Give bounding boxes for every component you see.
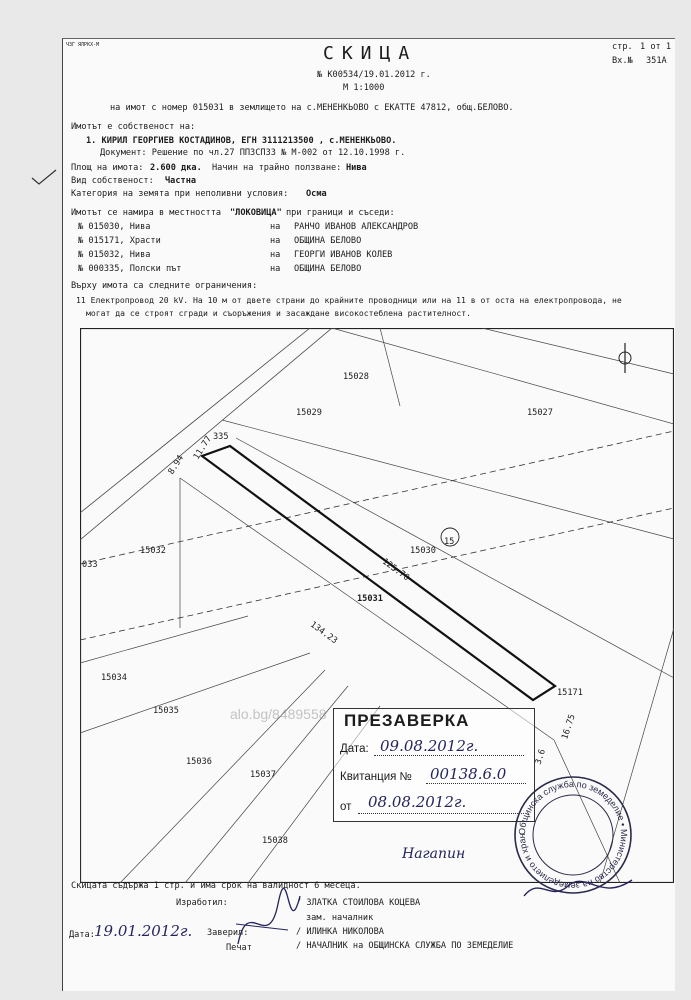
parcel-label: 033	[82, 560, 98, 570]
locality-name: "ЛОКОВИЦА"	[230, 208, 282, 218]
marker-circle	[440, 527, 460, 547]
parcel-label: 15028	[343, 372, 369, 382]
neighbor-na: на	[270, 236, 281, 246]
boundary-line	[481, 328, 674, 375]
owner-name-line: 1. КИРИЛ ГЕОРГИЕВ КОСТАДИНОВ, ЕГН 311121…	[86, 136, 397, 146]
footer-date-label: Дата:	[69, 930, 95, 940]
stamp-receipt-label: Квитанция №	[340, 771, 412, 783]
neighbor-id: № 015032, Нива	[78, 250, 151, 260]
power-line	[80, 507, 674, 641]
parcel-label: 335	[213, 432, 229, 442]
parcel-label: 15029	[296, 408, 322, 418]
neighbor-na: на	[270, 264, 281, 274]
page-value: 1 от 1	[640, 42, 672, 52]
parcel-label: 15171	[557, 688, 583, 698]
area-value: 2.600 дка.	[150, 163, 202, 173]
restrictions-label: Върху имота са следните ограничения:	[71, 281, 258, 291]
incoming-value: 351А	[646, 56, 667, 66]
neighbor-id: № 015171, Храсти	[78, 236, 161, 246]
neighbor-owner: ОБЩИНА БЕЛОВО	[294, 264, 362, 274]
boundary-line	[119, 669, 326, 883]
prepared-label: Изработил:	[176, 898, 228, 908]
parcel-marker: 15	[444, 537, 455, 547]
stamp-title: ПРЕЗАВЕРКА	[344, 711, 470, 730]
neighbor-na: на	[270, 222, 281, 232]
stamp-date-value: 09.08.2012г.	[380, 737, 479, 755]
recertification-stamp: ПРЕЗАВЕРКА Дата: 09.08.2012г. Квитанция …	[333, 708, 535, 822]
prepared-name: / ЗЛАТКА СТОИЛОВА КОЦЕВА	[296, 898, 421, 908]
parcel-label: 15030	[410, 546, 436, 556]
document-sheet	[62, 38, 675, 991]
map-scale: М 1:1000	[343, 83, 385, 93]
watermark: alo.bg/8489558	[230, 706, 327, 722]
location-suffix: при граници и съседи:	[286, 208, 395, 218]
boundary-line	[553, 739, 621, 883]
parcel-label: 15034	[101, 673, 127, 683]
north-arrow-icon	[618, 343, 632, 373]
parcel-label: 15037	[250, 770, 276, 780]
road-edge	[80, 328, 333, 541]
document-title: СКИЦА	[323, 43, 418, 64]
parcel-label: 15031	[357, 594, 383, 604]
boundary-line	[80, 615, 249, 664]
page-label: стр.	[612, 42, 633, 52]
neighbor-na: на	[270, 250, 281, 260]
footer-date-value: 19.01.2012г.	[94, 922, 193, 940]
parcel-label: 15038	[262, 836, 288, 846]
boundary-line	[331, 328, 674, 425]
category-value: Осма	[306, 189, 327, 199]
check-mark-icon	[31, 169, 57, 185]
map-frame	[80, 328, 674, 883]
official-signature	[235, 887, 301, 945]
stamp-date-label: Дата:	[340, 743, 369, 755]
cadastral-map	[80, 328, 674, 883]
parcel-label: 15032	[140, 546, 166, 556]
road-edge	[80, 328, 311, 514]
parcel-label: 15027	[527, 408, 553, 418]
boundary-line	[80, 652, 311, 734]
property-line: на имот с номер 015031 в землището на с.…	[110, 103, 514, 113]
category-label: Категория на земята при неполивни услови…	[71, 189, 289, 199]
stamp-from-value: 08.08.2012г.	[368, 793, 467, 811]
parcel-015031-outline	[199, 444, 557, 702]
corner-code: ЧЗГ ЯЛРКХ-М	[66, 42, 100, 48]
sketch-number: № К00534/19.01.2012 г.	[317, 70, 431, 80]
stamp-from-label: от	[340, 801, 352, 813]
deputy-name: / ИЛИНКА НИКОЛОВА	[296, 927, 384, 937]
boundary-line	[221, 419, 674, 540]
chief-title: / НАЧАЛНИК на ОБЩИНСКА СЛУЖБА ПО ЗЕМЕДЕЛ…	[296, 941, 514, 951]
restriction-line-1: 11 Електропровод 20 kV. На 10 м от двете…	[76, 295, 622, 305]
power-line	[80, 430, 674, 565]
stamp-label: Печат	[226, 943, 252, 953]
parcel-label: 15035	[153, 706, 179, 716]
owner-label: Имотът е собственост на:	[71, 122, 196, 132]
neighbor-owner: ОБЩИНА БЕЛОВО	[294, 236, 362, 246]
incoming-label: Вх.№	[612, 56, 633, 66]
stamp-receipt-value: 00138.6.0	[430, 765, 507, 783]
validity-note: Скицата съдържа 1 стр. и има срок на вал…	[71, 881, 361, 891]
neighbor-id: № 000335, Полски път	[78, 264, 182, 274]
ownership-value: Частна	[165, 176, 197, 186]
neighbor-id: № 015030, Нива	[78, 222, 151, 232]
boundary-line	[184, 685, 349, 883]
neighbor-owner: РАНЧО ИВАНОВ АЛЕКСАНДРОВ	[294, 222, 419, 232]
signature-scribble	[523, 879, 633, 897]
restriction-line-2: могат да се строят сгради и съоръжения и…	[86, 308, 471, 318]
boundary-line	[235, 437, 674, 679]
ownership-label: Вид собственост:	[71, 176, 154, 186]
official-seal: Общинска служба по земеделие • Министерс…	[508, 770, 632, 894]
parcel-label: 15036	[186, 757, 212, 767]
signature-right: Нагапин	[402, 846, 466, 862]
boundary-line	[179, 477, 555, 741]
location-prefix: Имотът се намира в местността	[71, 208, 222, 218]
use-value: Нива	[346, 163, 367, 173]
use-label: Начин на трайно ползване:	[212, 163, 342, 173]
neighbor-owner: ГЕОРГИ ИВАНОВ КОЛЕВ	[294, 250, 393, 260]
boundary-line	[379, 328, 401, 407]
certified-label: Заверил:	[207, 928, 249, 938]
owner-document-line: Документ: Решение по чл.27 ППЗСПЗЗ № М-0…	[100, 148, 406, 158]
deputy-role: зам. началник	[306, 913, 374, 923]
area-label: Площ на имота:	[71, 163, 144, 173]
